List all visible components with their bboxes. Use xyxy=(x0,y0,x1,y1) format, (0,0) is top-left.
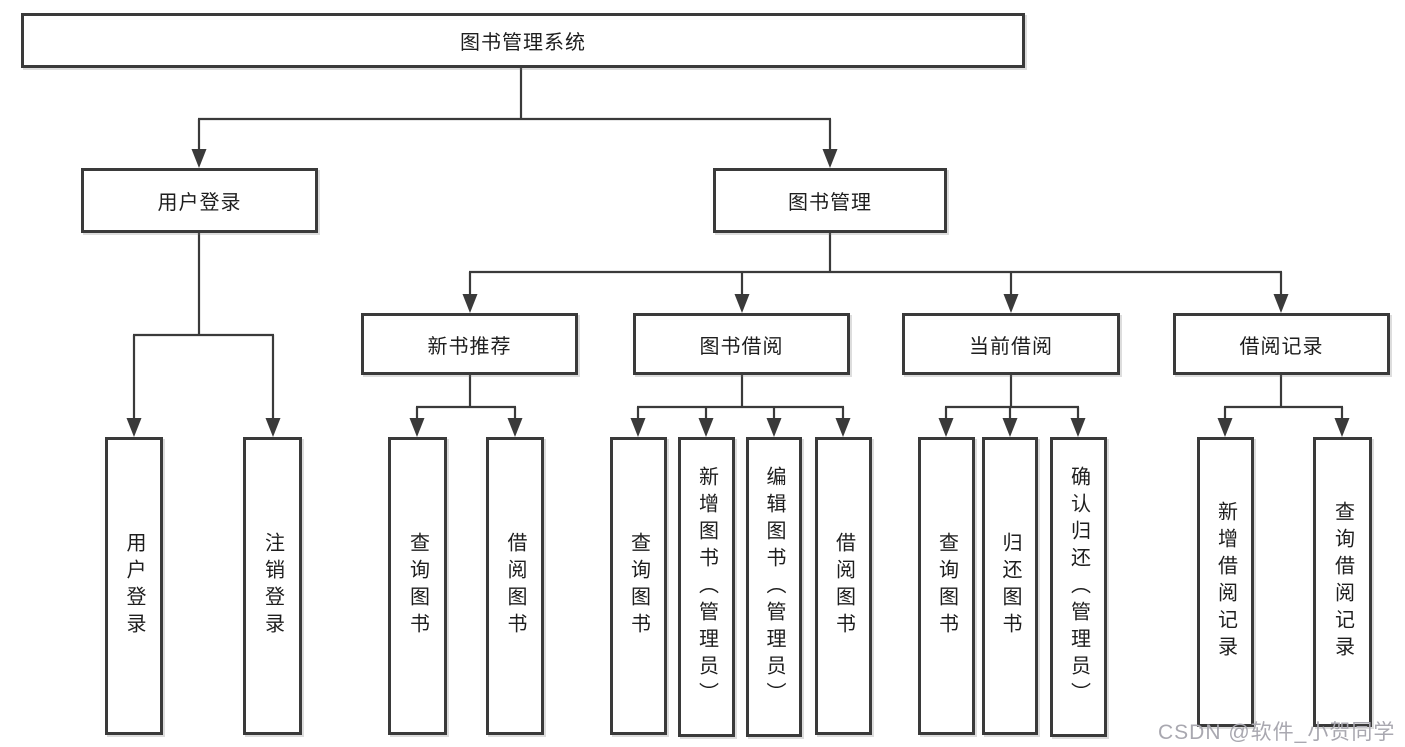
leaf-query-books-3-label: 查询图书 xyxy=(935,532,958,640)
leaf-borrow-books-2: 借阅图书 xyxy=(815,437,872,735)
node-new-book-recommend-label: 新书推荐 xyxy=(427,335,512,358)
leaf-edit-books-admin: 编辑图书（管理员） xyxy=(746,437,802,737)
connector-user-login-children xyxy=(132,233,275,421)
leaf-edit-books-admin-label: 编辑图书（管理员） xyxy=(763,465,785,709)
leaf-query-books-2: 查询图书 xyxy=(610,437,667,735)
node-borrow-records: 借阅记录 xyxy=(1173,313,1390,375)
leaf-confirm-return-admin: 确认归还（管理员） xyxy=(1050,437,1107,737)
leaf-add-books-admin: 新增图书（管理员） xyxy=(678,437,735,737)
node-user-login: 用户登录 xyxy=(81,168,318,233)
node-current-borrow-label: 当前借阅 xyxy=(969,335,1053,358)
node-current-borrow: 当前借阅 xyxy=(902,313,1120,375)
leaf-add-books-admin-label: 新增图书（管理员） xyxy=(695,465,718,709)
leaf-user-login: 用户登录 xyxy=(105,437,163,735)
connector-book-borrow-children xyxy=(636,375,845,421)
connector-current-borrow-children xyxy=(944,375,1080,421)
connector-book-mgmt-children xyxy=(468,233,1283,297)
node-root-system-label: 图书管理系统 xyxy=(460,32,586,54)
node-book-borrow: 图书借阅 xyxy=(633,313,850,375)
arrowheads xyxy=(126,149,1350,437)
node-book-management: 图书管理 xyxy=(713,168,947,233)
leaf-borrow-books-1: 借阅图书 xyxy=(486,437,544,735)
leaf-logout-label: 注销登录 xyxy=(261,532,284,640)
connector-new-book-children xyxy=(415,375,517,421)
leaf-confirm-return-admin-label: 确认归还（管理员） xyxy=(1067,465,1090,709)
csdn-watermark: CSDN @软件_小贺同学 xyxy=(1158,721,1396,744)
node-book-management-label: 图书管理 xyxy=(788,192,872,214)
connector-borrow-records-children xyxy=(1223,375,1344,421)
leaf-query-borrow-record-label: 查询借阅记录 xyxy=(1331,501,1354,663)
leaf-add-borrow-record: 新增借阅记录 xyxy=(1197,437,1254,727)
leaf-logout: 注销登录 xyxy=(243,437,302,735)
leaf-query-books-2-label: 查询图书 xyxy=(627,532,650,640)
leaf-return-books-label: 归还图书 xyxy=(999,532,1021,640)
node-user-login-label: 用户登录 xyxy=(157,192,242,214)
connector-root-to-level1 xyxy=(197,68,832,152)
node-new-book-recommend: 新书推荐 xyxy=(361,313,578,375)
leaf-query-books-3: 查询图书 xyxy=(918,437,975,735)
leaf-query-borrow-record: 查询借阅记录 xyxy=(1313,437,1372,727)
leaf-user-login-label: 用户登录 xyxy=(123,532,145,640)
leaf-borrow-books-2-label: 借阅图书 xyxy=(832,532,855,640)
node-borrow-records-label: 借阅记录 xyxy=(1239,335,1324,358)
node-root-system: 图书管理系统 xyxy=(21,13,1025,68)
leaf-add-borrow-record-label: 新增借阅记录 xyxy=(1214,501,1237,663)
leaf-borrow-books-1-label: 借阅图书 xyxy=(504,532,526,640)
leaf-return-books: 归还图书 xyxy=(982,437,1038,735)
leaf-query-books-1-label: 查询图书 xyxy=(406,532,429,640)
leaf-query-books-1: 查询图书 xyxy=(388,437,447,735)
node-book-borrow-label: 图书借阅 xyxy=(699,335,784,358)
